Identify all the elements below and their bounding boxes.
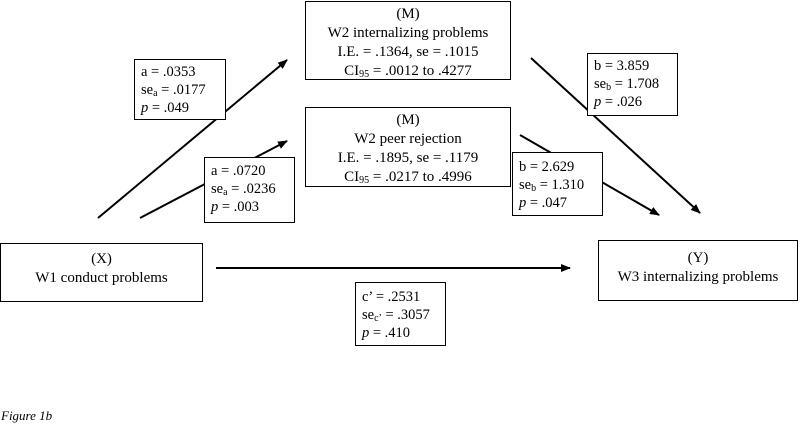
- stats-a1-se: sea = .0177: [141, 82, 206, 99]
- stats-c-p: p = .410: [362, 325, 411, 341]
- node-y-label: W3 internalizing problems: [617, 269, 779, 285]
- stats-b1: b = 3.859 seb = 1.708 p = .026: [587, 53, 678, 116]
- node-x-label: W1 conduct problems: [35, 270, 168, 286]
- stats-c-coef: c’ = .2531: [362, 289, 421, 305]
- stats-b1-p: p = .026: [594, 94, 643, 110]
- stats-b2-se: seb = 1.310: [519, 177, 585, 194]
- arrow-m1-to-y: [530, 57, 701, 214]
- stats-b1-se: seb = 1.708: [594, 76, 660, 93]
- node-m1-ci: CI95 = .0012 to .4277: [344, 63, 472, 80]
- node-m2: (M) W2 peer rejection I.E. = .1895, se =…: [305, 107, 511, 187]
- stats-a1: a = .0353 sea = .0177 p = .049: [134, 59, 226, 120]
- stats-c: c’ = .2531 sec’ = .3057 p = .410: [355, 282, 446, 346]
- node-y-code: (Y): [687, 250, 709, 266]
- node-m1-code: (M): [396, 6, 420, 22]
- node-m1-ie: I.E. = .1364, se = .1015: [337, 44, 479, 60]
- stats-b2: b = 2.629 seb = 1.310 p = .047: [512, 152, 603, 216]
- stats-c-se: sec’ = .3057: [362, 307, 430, 324]
- stats-a2-se: sea = .0236: [211, 181, 276, 198]
- node-m1-label: W2 internalizing problems: [327, 25, 489, 41]
- node-y: (Y) W3 internalizing problems: [598, 240, 798, 301]
- node-m2-label: W2 peer rejection: [354, 131, 462, 147]
- stats-a2-p: p = .003: [211, 199, 260, 215]
- node-m2-code: (M): [396, 112, 420, 128]
- stats-a1-coef: a = .0353: [141, 64, 196, 80]
- stats-a2: a = .0720 sea = .0236 p = .003: [204, 157, 295, 223]
- stats-b2-p: p = .047: [519, 195, 568, 211]
- node-m1: (M) W2 internalizing problems I.E. = .13…: [305, 1, 511, 80]
- node-x: (X) W1 conduct problems: [0, 243, 203, 302]
- stats-a2-coef: a = .0720: [211, 163, 266, 179]
- stats-a1-p: p = .049: [141, 100, 190, 116]
- arrow-x-to-m1: [97, 59, 288, 219]
- figure-caption: Figure 1b: [1, 408, 53, 423]
- stats-b1-coef: b = 3.859: [594, 58, 650, 74]
- node-m2-ci: CI95 = .0217 to .4996: [344, 169, 472, 186]
- node-x-code: (X): [91, 251, 112, 267]
- stats-b2-coef: b = 2.629: [519, 159, 575, 175]
- node-m2-ie: I.E. = .1895, se = .1179: [337, 150, 479, 166]
